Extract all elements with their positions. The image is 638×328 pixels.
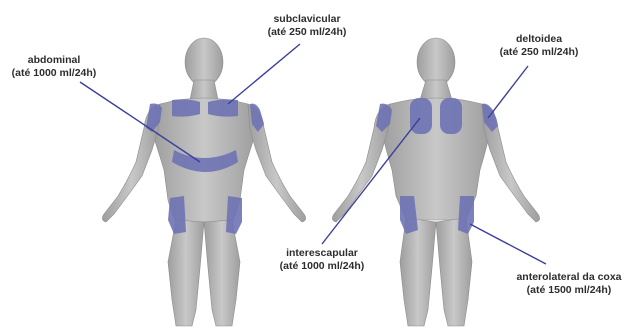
label-anterolateral-coxa-rate: (até 1500 ml/24h) [502,284,636,297]
leader-anterolateral [470,224,546,264]
front-body [102,38,305,326]
label-interescapular-rate: (até 1000 ml/24h) [262,260,382,273]
site-back-thigh-right [458,196,474,234]
label-abdominal: abdominal (até 1000 ml/24h) [6,54,102,80]
label-abdominal-name: abdominal [6,54,102,67]
site-interscapular-right [440,98,462,134]
site-subclavicular-left [172,99,200,116]
label-deltoidea: deltoidea (até 250 ml/24h) [486,33,592,59]
label-interescapular-name: interescapular [262,247,382,260]
label-subclavicular-rate: (até 250 ml/24h) [252,26,362,39]
site-subclavicular-right [208,99,238,116]
leader-deltoidea [488,66,528,118]
site-front-thigh-right [226,196,242,234]
label-interescapular: interescapular (até 1000 ml/24h) [262,247,382,273]
label-deltoidea-name: deltoidea [486,33,592,46]
leader-subclavicular [228,44,300,104]
label-abdominal-rate: (até 1000 ml/24h) [6,67,102,80]
label-deltoidea-rate: (até 250 ml/24h) [486,46,592,59]
site-interscapular-left [410,98,432,134]
label-subclavicular-name: subclavicular [252,13,362,26]
label-anterolateral-coxa-name: anterolateral da coxa [502,271,636,284]
label-subclavicular: subclavicular (até 250 ml/24h) [252,13,362,39]
site-front-thigh-left [168,196,186,234]
label-anterolateral-coxa: anterolateral da coxa (até 1500 ml/24h) [502,271,636,297]
